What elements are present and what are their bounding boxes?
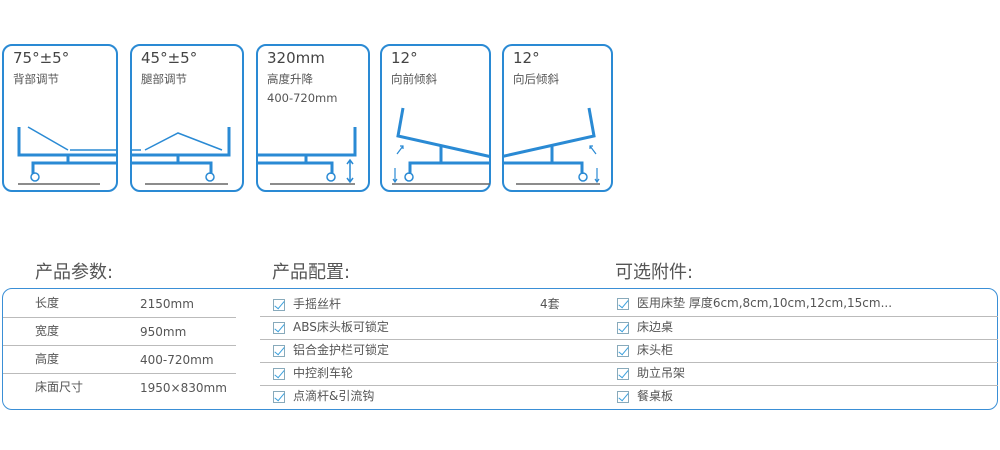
divider (260, 385, 605, 386)
config-label: 点滴杆&引流钩 (293, 389, 375, 403)
config-label: 手摇丝杆 (293, 297, 342, 311)
config-item: 中控刹车轮 (273, 362, 573, 385)
param-value: 2150mm (140, 297, 194, 311)
config-item: ABS床头板可锁定 (273, 316, 573, 339)
optional-heading: 可选附件: (615, 262, 694, 283)
param-name: 高度 (35, 352, 60, 366)
checkbox-checked-icon (617, 345, 629, 357)
divider (605, 316, 998, 317)
param-name: 宽度 (35, 324, 60, 338)
feature-value: 12° (391, 49, 418, 67)
divider (3, 345, 236, 346)
feature-value: 12° (513, 49, 540, 67)
config-label: ABS床头板可锁定 (293, 320, 389, 334)
checkbox-checked-icon (617, 322, 629, 334)
optional-label: 床头柜 (637, 343, 674, 357)
optional-item: 医用床垫 厚度6cm,8cm,10cm,12cm,15cm... (617, 292, 987, 315)
divider (260, 316, 605, 317)
feature-label: 向后倾斜 (513, 72, 559, 86)
optional-label: 床边桌 (637, 320, 674, 334)
checkbox-checked-icon (617, 298, 629, 310)
checkbox-checked-icon (617, 368, 629, 380)
divider (605, 385, 998, 386)
param-value: 1950×830mm (140, 381, 227, 395)
feature-label: 高度升降 (267, 72, 313, 86)
optional-item: 餐桌板 (617, 385, 987, 408)
config-item: 手摇丝杆 (273, 293, 573, 316)
config-heading: 产品配置: (272, 262, 351, 283)
config-qty: 4套 (540, 297, 560, 311)
feature-card-backward-tilt: 12° 向后倾斜 (502, 44, 613, 192)
feature-card-forward-tilt: 12° 向前倾斜 (380, 44, 491, 192)
param-name: 床面尺寸 (35, 380, 84, 394)
checkbox-checked-icon (273, 391, 285, 403)
feature-label: 向前倾斜 (391, 72, 437, 86)
divider (605, 339, 998, 340)
checkbox-checked-icon (273, 322, 285, 334)
config-item: 铝合金护栏可锁定 (273, 339, 573, 362)
divider (3, 317, 236, 318)
param-value: 400-720mm (140, 353, 214, 367)
optional-label: 助立吊架 (637, 366, 686, 380)
feature-card-height: 320mm 高度升降 400-720mm (256, 44, 370, 192)
divider (260, 362, 605, 363)
optional-item: 床边桌 (617, 316, 987, 339)
config-label: 铝合金护栏可锁定 (293, 343, 390, 357)
optional-item: 助立吊架 (617, 362, 987, 385)
feature-extra: 400-720mm (267, 91, 338, 105)
param-value: 950mm (140, 325, 187, 339)
feature-value: 45°±5° (141, 49, 198, 67)
checkbox-checked-icon (617, 391, 629, 403)
divider (260, 339, 605, 340)
checkbox-checked-icon (273, 299, 285, 311)
divider (3, 373, 236, 374)
feature-card-leg: 45°±5° 腿部调节 (130, 44, 244, 192)
config-label: 中控刹车轮 (293, 366, 354, 380)
feature-label: 背部调节 (13, 72, 59, 86)
feature-label: 腿部调节 (141, 72, 187, 86)
optional-label: 医用床垫 厚度6cm,8cm,10cm,12cm,15cm... (637, 296, 893, 310)
checkbox-checked-icon (273, 345, 285, 357)
divider (605, 362, 998, 363)
feature-card-back: 75°±5° 背部调节 (2, 44, 118, 192)
spec-panel (2, 288, 998, 410)
config-item: 点滴杆&引流钩 (273, 385, 573, 408)
feature-value: 75°±5° (13, 49, 70, 67)
param-name: 长度 (35, 296, 60, 310)
params-heading: 产品参数: (35, 262, 114, 283)
optional-label: 餐桌板 (637, 389, 674, 403)
optional-item: 床头柜 (617, 339, 987, 362)
feature-value: 320mm (267, 49, 325, 67)
checkbox-checked-icon (273, 368, 285, 380)
